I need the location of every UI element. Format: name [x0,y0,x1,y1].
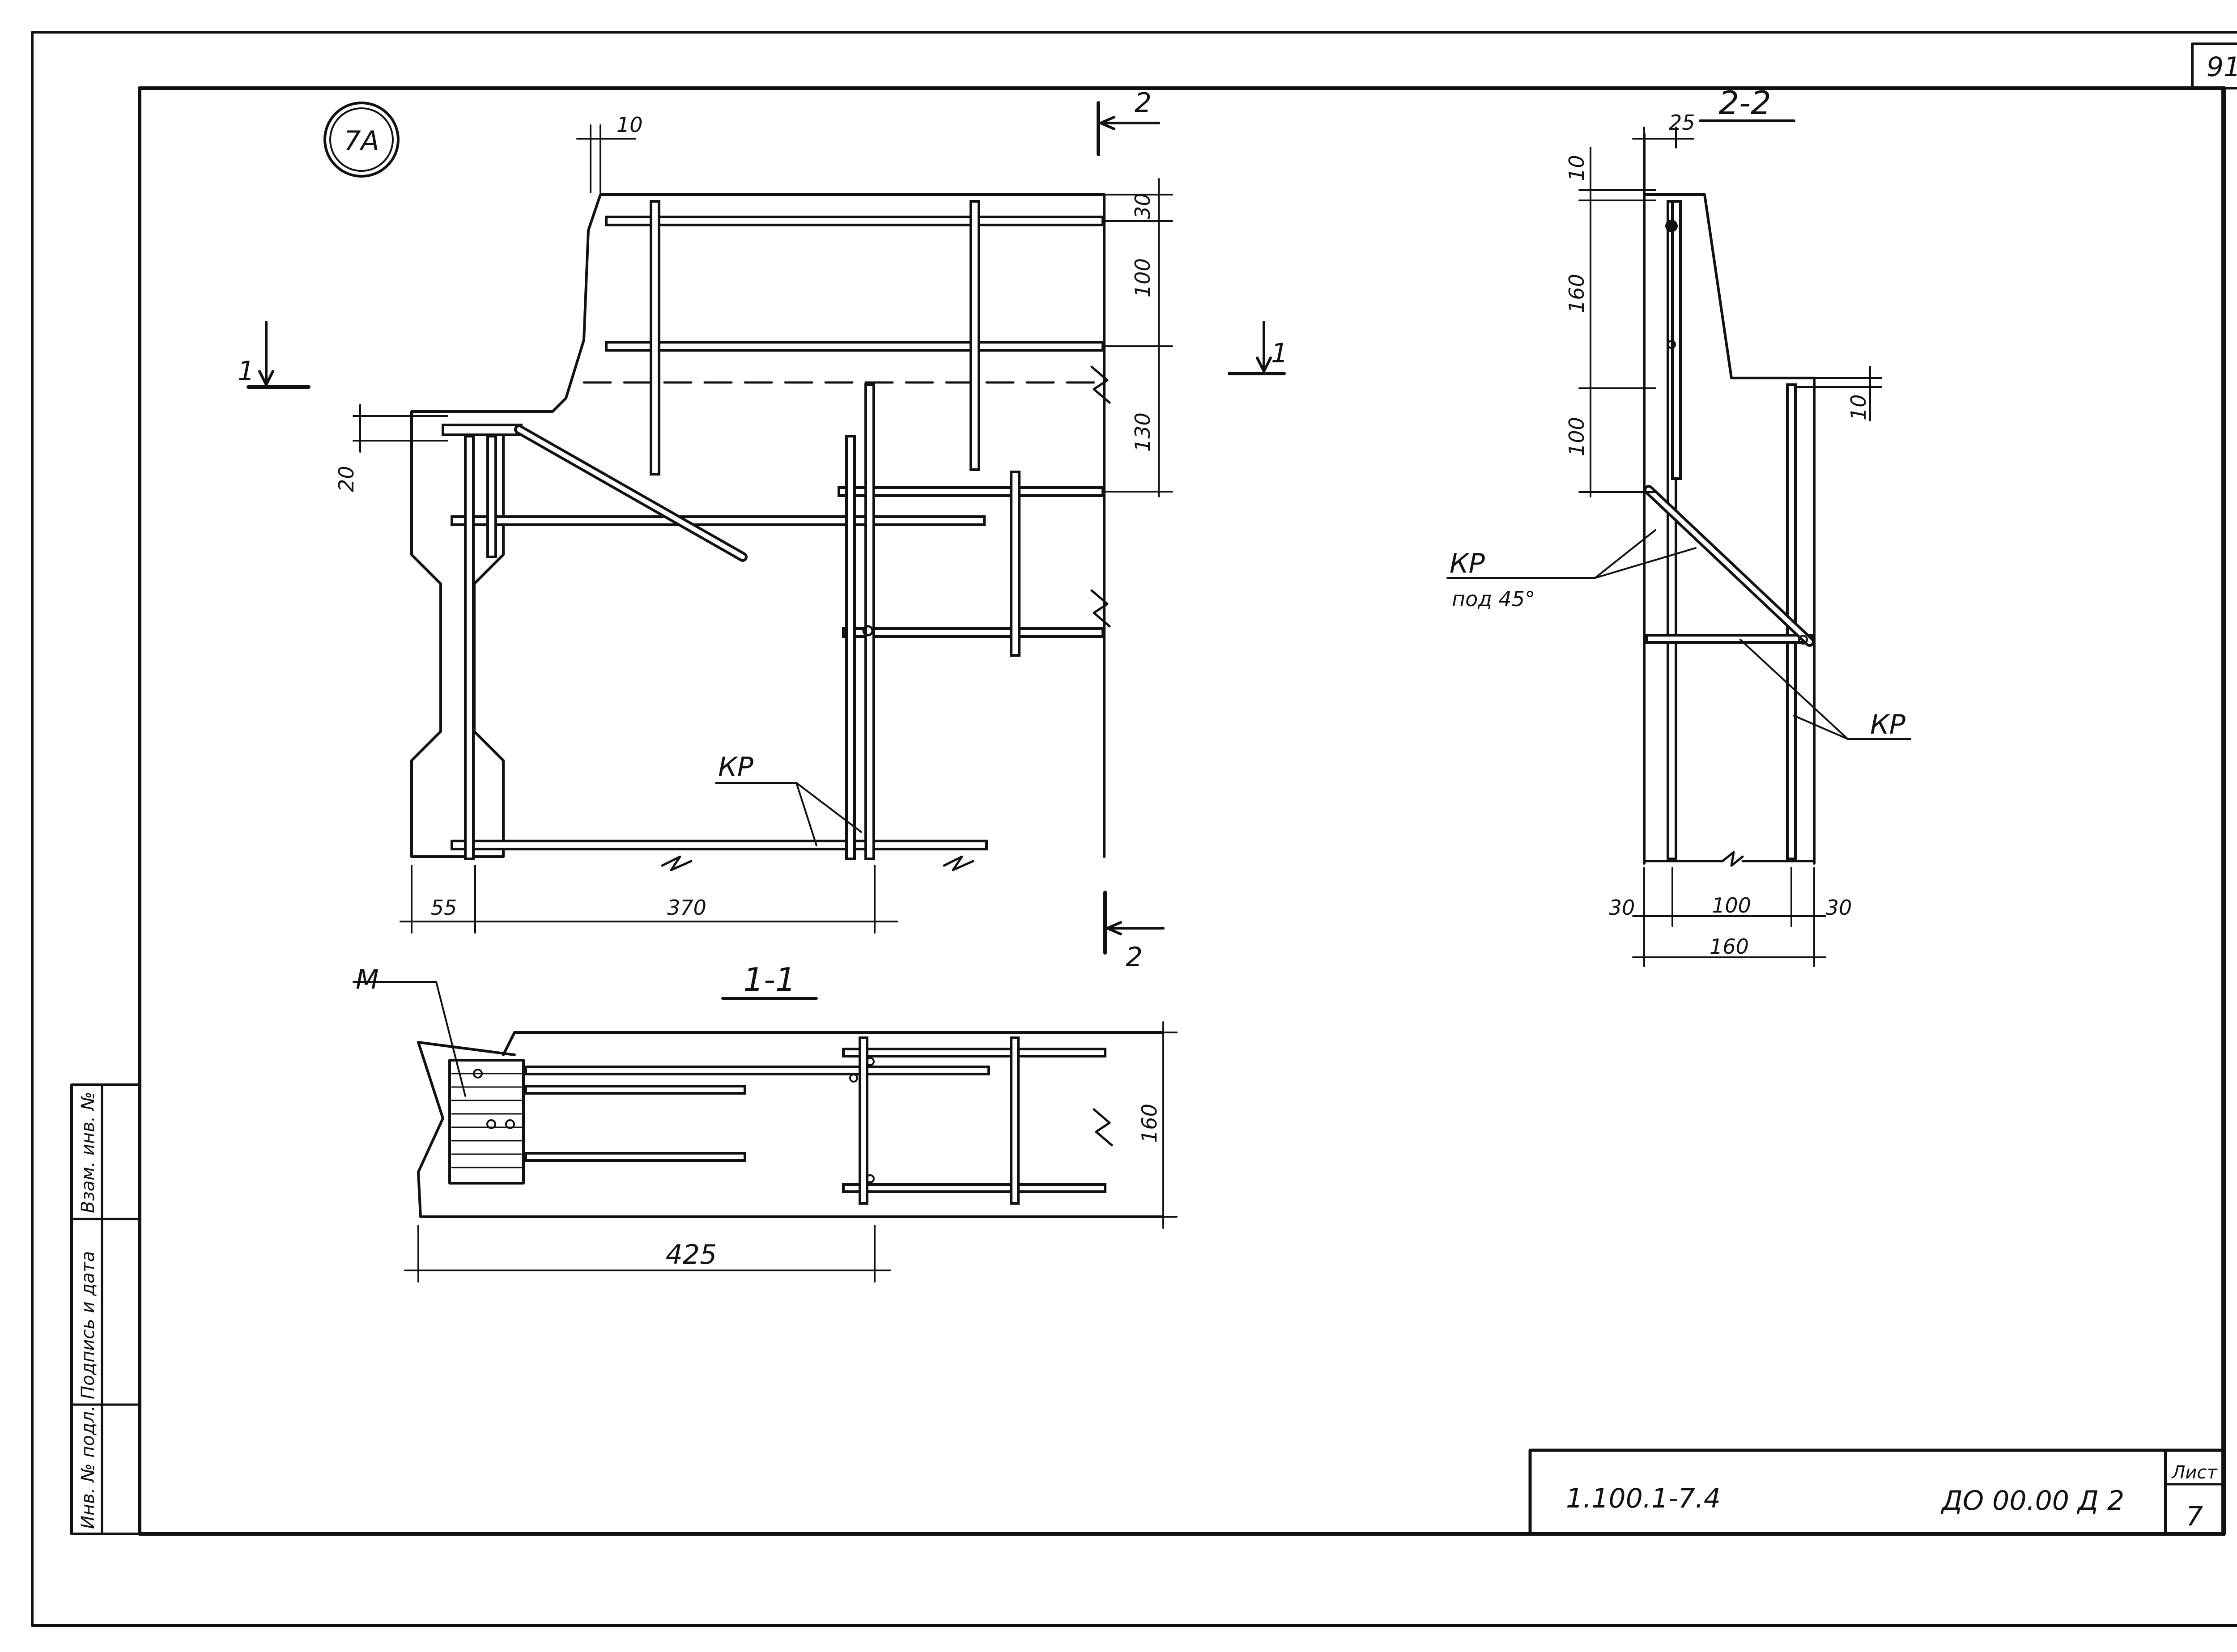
stamp-vzam-inv: Взам. инв. № [78,1091,98,1213]
dim-sec2-100-vert: 100 [1565,417,1589,456]
dim-elev-370: 370 [667,896,706,920]
elevation-view: 7А 1 [238,87,1288,973]
dim-elev-20: 20 [334,466,358,492]
dim-sec1-425: 425 [666,1239,717,1270]
corner-page-box [2191,42,2237,89]
inner-frame [138,86,2225,1536]
sec2-rebar-label-right: КР [1870,709,1906,740]
dim-sec2-10-right: 10 [1846,394,1871,420]
dim-elev-100: 100 [1131,258,1155,297]
dim-sec2-30-right: 30 [1826,896,1852,920]
sheet-number: 7 [2186,1501,2203,1532]
stamp-signature-date: Подпись и дата [78,1251,98,1399]
dim-elev-10: 10 [617,113,643,137]
dim-sec2-160-horiz: 160 [1710,934,1749,959]
hatched-block [448,1059,525,1185]
elev-rebar-label: КР [718,752,754,783]
dim-sec2-30-left: 30 [1609,896,1635,920]
dim-elev-30: 30 [1131,193,1155,219]
corner-page-number: 91 [2207,51,2237,83]
node-mark-circle [323,102,400,178]
marker-m: М [356,964,379,995]
node-mark-label: 7А [344,125,379,157]
title-series: 1.100.1-7.4 [1566,1483,1721,1514]
dim-elev-130: 130 [1131,412,1155,452]
stamp-inv-no-podl: Инв. № подл. [78,1406,98,1529]
concrete-outline [410,193,1106,858]
dim-sec2-160-vert: 160 [1565,274,1589,313]
dim-elev-55: 55 [431,896,457,920]
section-2-mark-top: 2 [1135,87,1152,119]
sheet-label: Лист [2171,1462,2218,1483]
title-code: ДО 00.00 Д 2 [1940,1485,2124,1516]
dim-sec2-25: 25 [1669,110,1695,135]
section-1-1: 1-1 М [353,961,1178,1283]
title-block: 1.100.1-7.4 ДО 00.00 Д 2 Лист 7 [1528,1448,2225,1536]
section-2-mark-bottom: 2 [1126,942,1143,973]
sec2-rebar-label-left: КР [1450,548,1485,579]
dim-sec1-160: 160 [1137,1104,1161,1143]
outer-frame [31,31,2237,1627]
dim-sec2-10-top: 10 [1565,155,1589,181]
sheet-frames: 91 [31,31,2237,1627]
section-2-2: 2-2 10 160 100 25 [1446,84,1911,967]
side-stamp: Инв. № подл. Подпись и дата Взам. инв. № [70,1083,141,1535]
dim-sec2-100-horiz: 100 [1712,893,1751,917]
sec2-rebar-45-note: под 45° [1452,587,1535,611]
section-1-1-title: 1-1 [743,961,796,998]
section-1-mark-left: 1 [238,356,255,387]
section-2-2-title: 2-2 [1718,84,1771,122]
section-1-mark-right: 1 [1271,338,1288,369]
